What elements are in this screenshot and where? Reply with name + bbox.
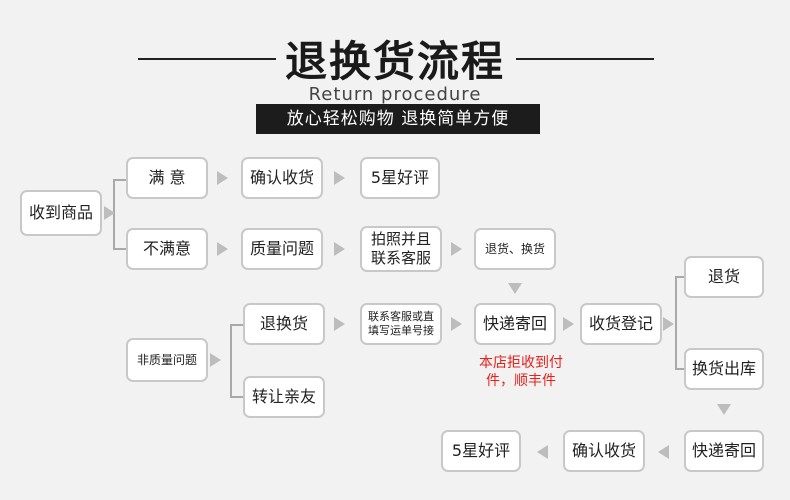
arrow-down-icon: [717, 404, 731, 415]
arrow-right-icon: [334, 242, 345, 256]
arrow-right-icon: [334, 171, 345, 185]
node-rate1: 5星好评: [360, 157, 440, 199]
node-return-exchange: 退货、换货: [474, 228, 556, 270]
node-confirm2: 确认收货: [563, 430, 645, 472]
node-photo: 拍照并且 联系客服: [360, 226, 442, 272]
connector-line: [230, 396, 244, 398]
arrow-left-icon: [537, 445, 548, 459]
node-rate2: 5星好评: [441, 430, 521, 472]
connector-line: [230, 324, 232, 397]
node-register: 收货登记: [580, 303, 662, 345]
arrow-right-icon: [563, 317, 574, 331]
node-tuihuan: 退换货: [243, 303, 325, 345]
title: 退换货流程: [284, 37, 505, 86]
node-non-quality: 非质量问题: [126, 338, 208, 382]
arrow-right-icon: [451, 317, 462, 331]
title-line-right: [516, 58, 654, 60]
arrow-left-icon: [658, 445, 669, 459]
node-confirm1: 确认收货: [241, 157, 323, 199]
node-ship-back2: 快递寄回: [684, 430, 764, 472]
node-satisfied: 满 意: [126, 157, 208, 199]
connector-line: [675, 368, 684, 370]
connector-line: [230, 324, 244, 326]
node-received: 收到商品: [20, 190, 102, 236]
arrow-right-icon: [451, 242, 462, 256]
banner: 放心轻松购物 退换简单方便: [256, 104, 540, 134]
arrow-right-icon: [217, 171, 228, 185]
arrow-right-icon: [210, 353, 221, 367]
title-line-left: [138, 58, 276, 60]
node-ship-back: 快递寄回: [474, 303, 556, 345]
node-gift: 转让亲友: [243, 376, 325, 418]
node-contact: 联系客服或直 填写运单号接: [360, 303, 442, 345]
arrow-right-icon: [663, 317, 674, 331]
connector-line: [675, 276, 684, 278]
node-quality: 质量问题: [241, 228, 323, 270]
arrow-right-icon: [334, 317, 345, 331]
node-unsatisfied: 不满意: [126, 228, 208, 270]
arrow-right-icon: [104, 206, 115, 220]
arrow-down-icon: [508, 283, 522, 294]
connector-line: [675, 276, 677, 369]
node-refund: 退货: [684, 256, 764, 298]
subtitle: Return procedure: [308, 84, 482, 105]
connector-line: [113, 248, 127, 250]
connector-line: [113, 179, 127, 181]
arrow-right-icon: [217, 242, 228, 256]
node-exchange-out: 换货出库: [684, 348, 764, 390]
no-cod-note: 本店拒收到付件，顺丰件: [479, 355, 563, 390]
